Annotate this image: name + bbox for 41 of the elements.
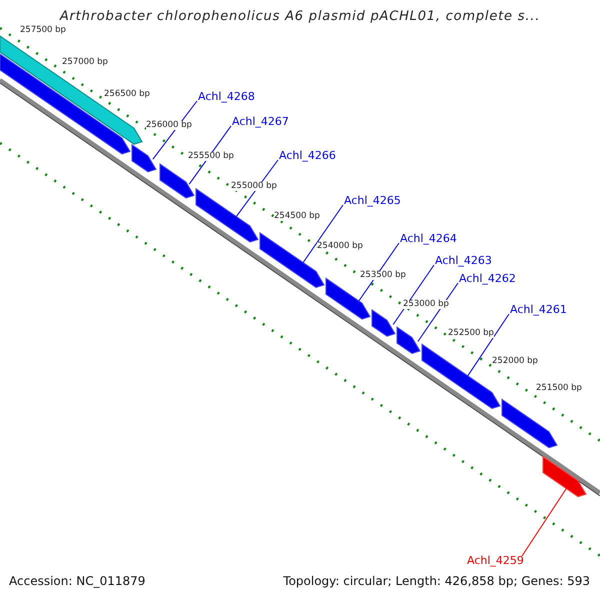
gene-label: Achl_4265 [344, 195, 401, 206]
gene-bar [396, 326, 421, 354]
gene-bar [132, 144, 157, 172]
gene-label: Achl_4263 [435, 255, 492, 266]
gene-label: Achl_4267 [232, 116, 289, 127]
scale-label: 257500 bp [20, 26, 66, 34]
gene-bar [196, 188, 259, 243]
leader-line [392, 264, 434, 325]
footer-text: Topology: circular; Length: 426,858 bp; Genes: 593 [283, 575, 590, 587]
gene-label: Achl_4268 [198, 91, 255, 102]
scale-label: 255500 bp [188, 152, 234, 160]
scale-label: 251500 bp [536, 384, 582, 392]
gene-bar [326, 277, 371, 320]
gene-label: Achl_4264 [400, 233, 457, 244]
scale-label: 254000 bp [317, 242, 363, 250]
gene-label: Achl_4262 [459, 273, 516, 284]
scale-label: 252000 bp [492, 357, 538, 366]
scale-label: 256500 bp [104, 90, 150, 98]
leader-line [302, 204, 344, 264]
scale-label: 253500 bp [360, 271, 406, 280]
gene-label: Achl_4261 [510, 304, 567, 315]
leader-line [467, 314, 510, 376]
scale-label: 256000 bp [146, 121, 192, 130]
footer-text: Accession: NC_011879 [9, 575, 146, 587]
gene-bar [372, 308, 396, 337]
gene-bar [542, 456, 587, 498]
leader-line [236, 160, 278, 218]
leader-line [358, 242, 400, 302]
scale-label: 257000 bp [62, 58, 108, 66]
gene-label: Achl_4259 [467, 555, 524, 566]
leader-line [417, 282, 458, 342]
gene-bar [160, 163, 195, 199]
gene-bar [502, 398, 558, 448]
scale-label: 252500 bp [448, 329, 494, 338]
scale-label: 254500 bp [274, 212, 320, 220]
leader-line [188, 126, 232, 185]
scale-label: 255000 bp [231, 182, 277, 190]
gene-label: Achl_4266 [279, 150, 336, 161]
title: Arthrobacter chlorophenolicus A6 plasmid pACHL01, complete s... [58, 10, 542, 23]
leader-line [522, 488, 567, 556]
scale-label: 253000 bp [403, 300, 449, 308]
